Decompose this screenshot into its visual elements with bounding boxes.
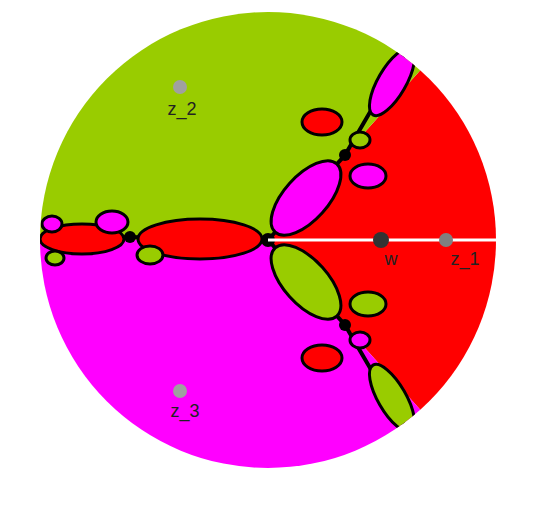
fractal-shape [350, 292, 386, 316]
point-label: z_2 [167, 100, 196, 118]
basin-green [0, 0, 538, 240]
fractal-shape [259, 233, 353, 331]
fractal-shape [361, 42, 423, 122]
point-label: w [385, 250, 398, 268]
point-label: z_1 [450, 250, 479, 268]
fractal-shape [302, 109, 342, 135]
fractal-shape [173, 384, 187, 398]
fractal-shape [259, 149, 353, 247]
fractal-shape [350, 332, 370, 348]
basin-magenta [0, 240, 538, 506]
fractal-shape [339, 319, 351, 331]
fractal-shape [302, 345, 342, 371]
fractal-shape [361, 358, 423, 438]
fractal-shape [373, 232, 389, 248]
point-label: z_3 [170, 402, 199, 420]
fractal-shape [173, 80, 187, 94]
fractal-shape [350, 164, 386, 188]
fractal-shape [46, 251, 64, 265]
fractal-shape [439, 233, 453, 247]
fractal-shape [350, 132, 370, 148]
fractal-shape [42, 216, 62, 232]
fractal-shape [96, 211, 128, 233]
fractal-shape [408, 433, 428, 447]
fractal-shape [124, 231, 136, 243]
fractal-shape [137, 246, 163, 264]
marked-points [173, 80, 453, 398]
fractal-shape [408, 33, 428, 47]
fractal-shape [339, 149, 351, 161]
